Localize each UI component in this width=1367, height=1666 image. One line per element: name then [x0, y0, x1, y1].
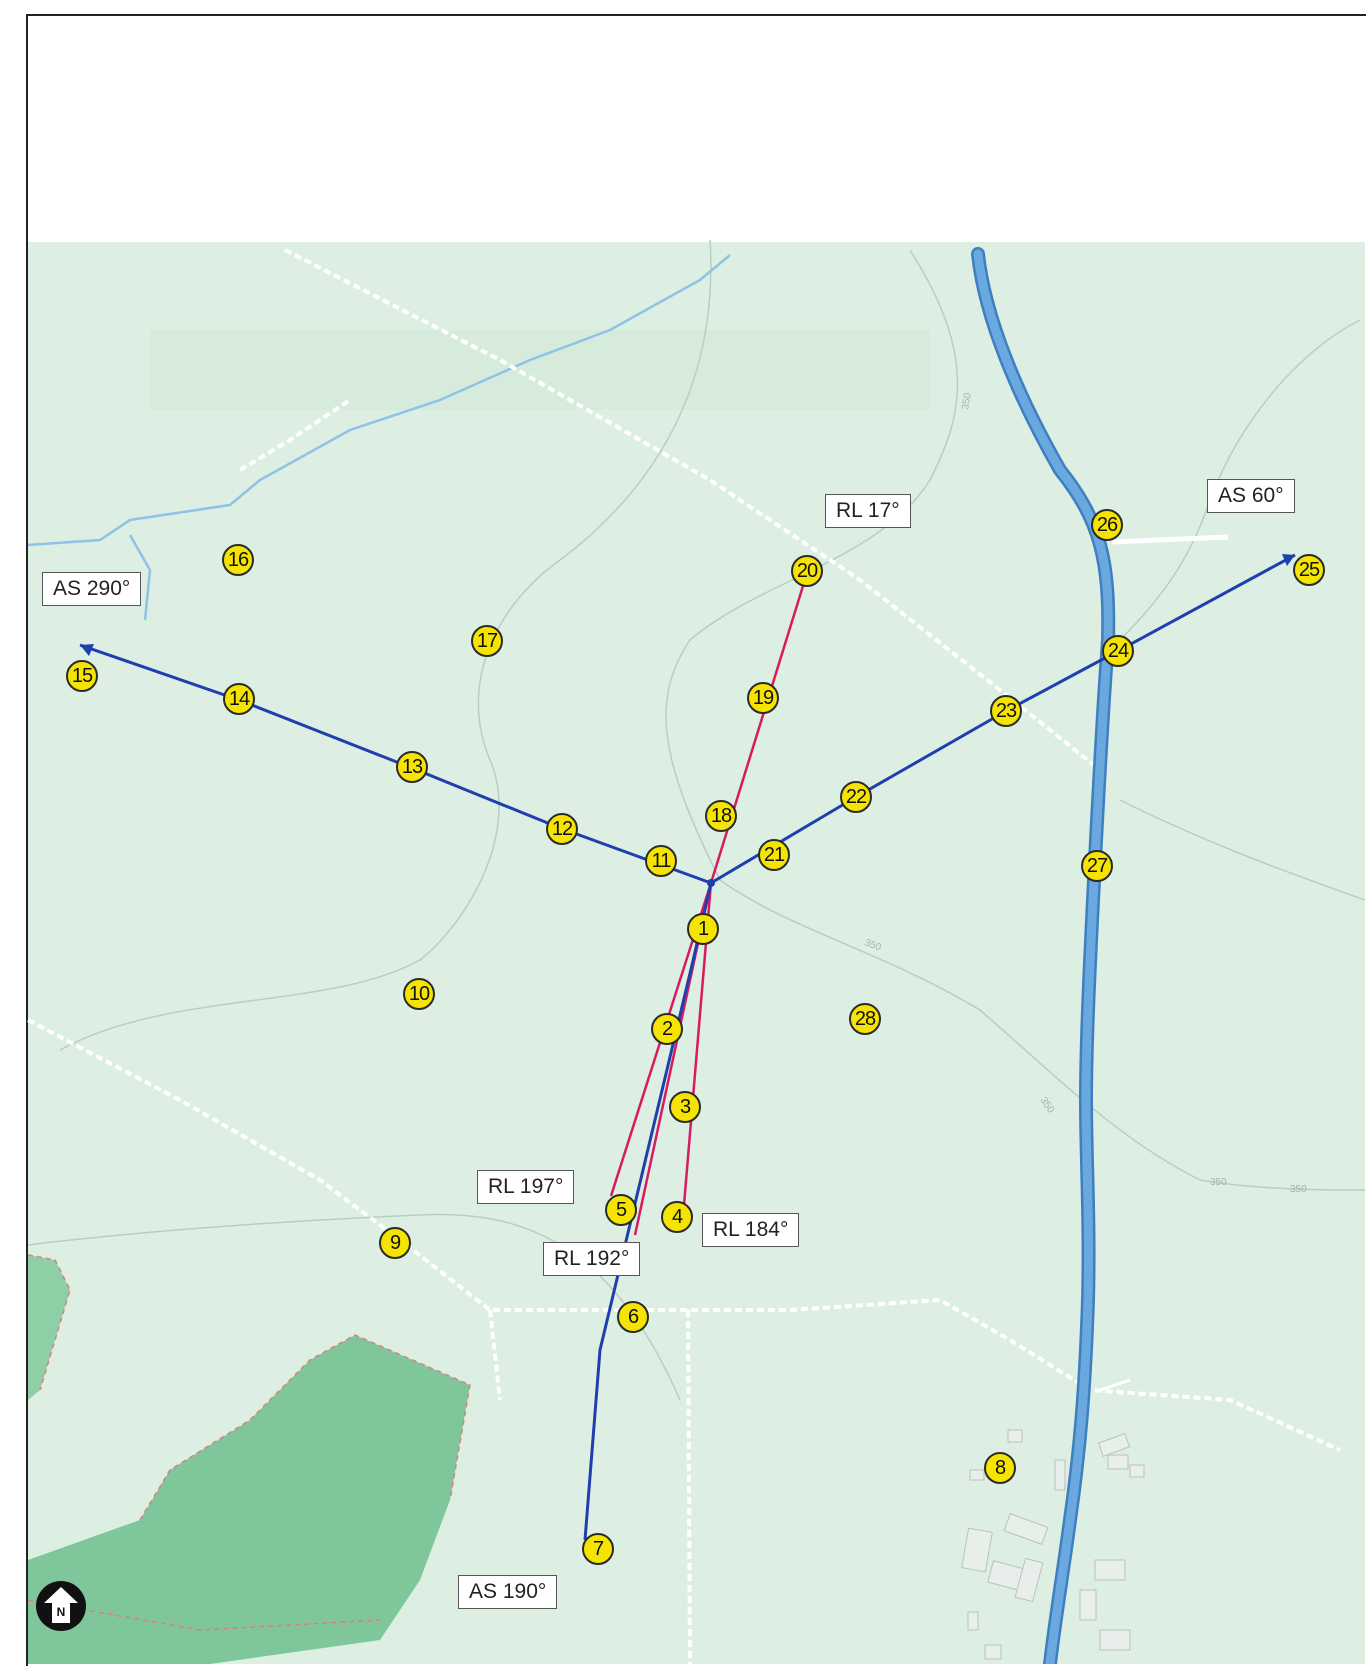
arrowhead-as290	[80, 644, 94, 656]
point-marker-26[interactable]: 26	[1091, 509, 1123, 541]
north-arrow-glyph	[44, 1587, 78, 1623]
forest-patch	[28, 1255, 70, 1400]
page-frame	[26, 14, 1366, 1666]
point-marker-11[interactable]: 11	[645, 845, 677, 877]
point-marker-16[interactable]: 16	[222, 544, 254, 576]
point-marker-4[interactable]: 4	[661, 1201, 693, 1233]
bearing-label-as290: AS 290°	[42, 572, 142, 606]
bearing-label-as190: AS 190°	[458, 1575, 558, 1609]
side-road	[1111, 534, 1229, 545]
point-marker-1[interactable]: 1	[687, 913, 719, 945]
point-marker-14[interactable]: 14	[223, 683, 255, 715]
contour-labels: 350 350 350 350 350	[863, 392, 1307, 1195]
streams	[27, 254, 731, 621]
svg-text:350: 350	[960, 392, 974, 411]
point-marker-17[interactable]: 17	[471, 625, 503, 657]
line-rl17	[709, 585, 805, 884]
main-road	[971, 247, 1116, 1664]
bearing-label-as60: AS 60°	[1207, 479, 1295, 513]
bearing-label-rl192: RL 192°	[543, 1242, 641, 1276]
point-marker-2[interactable]: 2	[651, 1013, 683, 1045]
point-marker-10[interactable]: 10	[403, 978, 435, 1010]
faded-plan-overlay	[150, 330, 930, 410]
point-marker-25[interactable]: 25	[1293, 554, 1325, 586]
point-marker-23[interactable]: 23	[990, 695, 1022, 727]
point-marker-28[interactable]: 28	[849, 1003, 881, 1035]
point-marker-3[interactable]: 3	[669, 1091, 701, 1123]
bearing-label-rl197: RL 197°	[477, 1170, 575, 1204]
point-marker-27[interactable]: 27	[1081, 850, 1113, 882]
point-marker-22[interactable]: 22	[840, 781, 872, 813]
point-marker-19[interactable]: 19	[747, 682, 779, 714]
point-marker-21[interactable]: 21	[758, 839, 790, 871]
point-marker-7[interactable]: 7	[582, 1533, 614, 1565]
point-marker-20[interactable]: 20	[791, 555, 823, 587]
side-road	[1099, 1378, 1131, 1392]
point-marker-18[interactable]: 18	[705, 800, 737, 832]
arrowhead-as60	[1282, 554, 1295, 566]
origin-point	[707, 879, 715, 887]
point-marker-12[interactable]: 12	[546, 813, 578, 845]
point-marker-6[interactable]: 6	[617, 1301, 649, 1333]
point-marker-13[interactable]: 13	[396, 751, 428, 783]
bearing-label-rl184: RL 184°	[702, 1213, 800, 1247]
north-letter: N	[56, 1605, 66, 1619]
svg-text:350: 350	[1290, 1184, 1307, 1195]
point-marker-15[interactable]: 15	[66, 660, 98, 692]
forest-patch	[28, 1335, 470, 1664]
point-marker-8[interactable]: 8	[984, 1452, 1016, 1484]
svg-text:350: 350	[1210, 1177, 1227, 1188]
bearing-label-rl17: RL 17°	[825, 494, 911, 528]
point-marker-9[interactable]: 9	[379, 1227, 411, 1259]
buildings	[961, 1429, 1145, 1660]
point-marker-5[interactable]: 5	[605, 1194, 637, 1226]
point-marker-24[interactable]: 24	[1102, 635, 1134, 667]
north-arrow-icon: N	[36, 1581, 86, 1631]
